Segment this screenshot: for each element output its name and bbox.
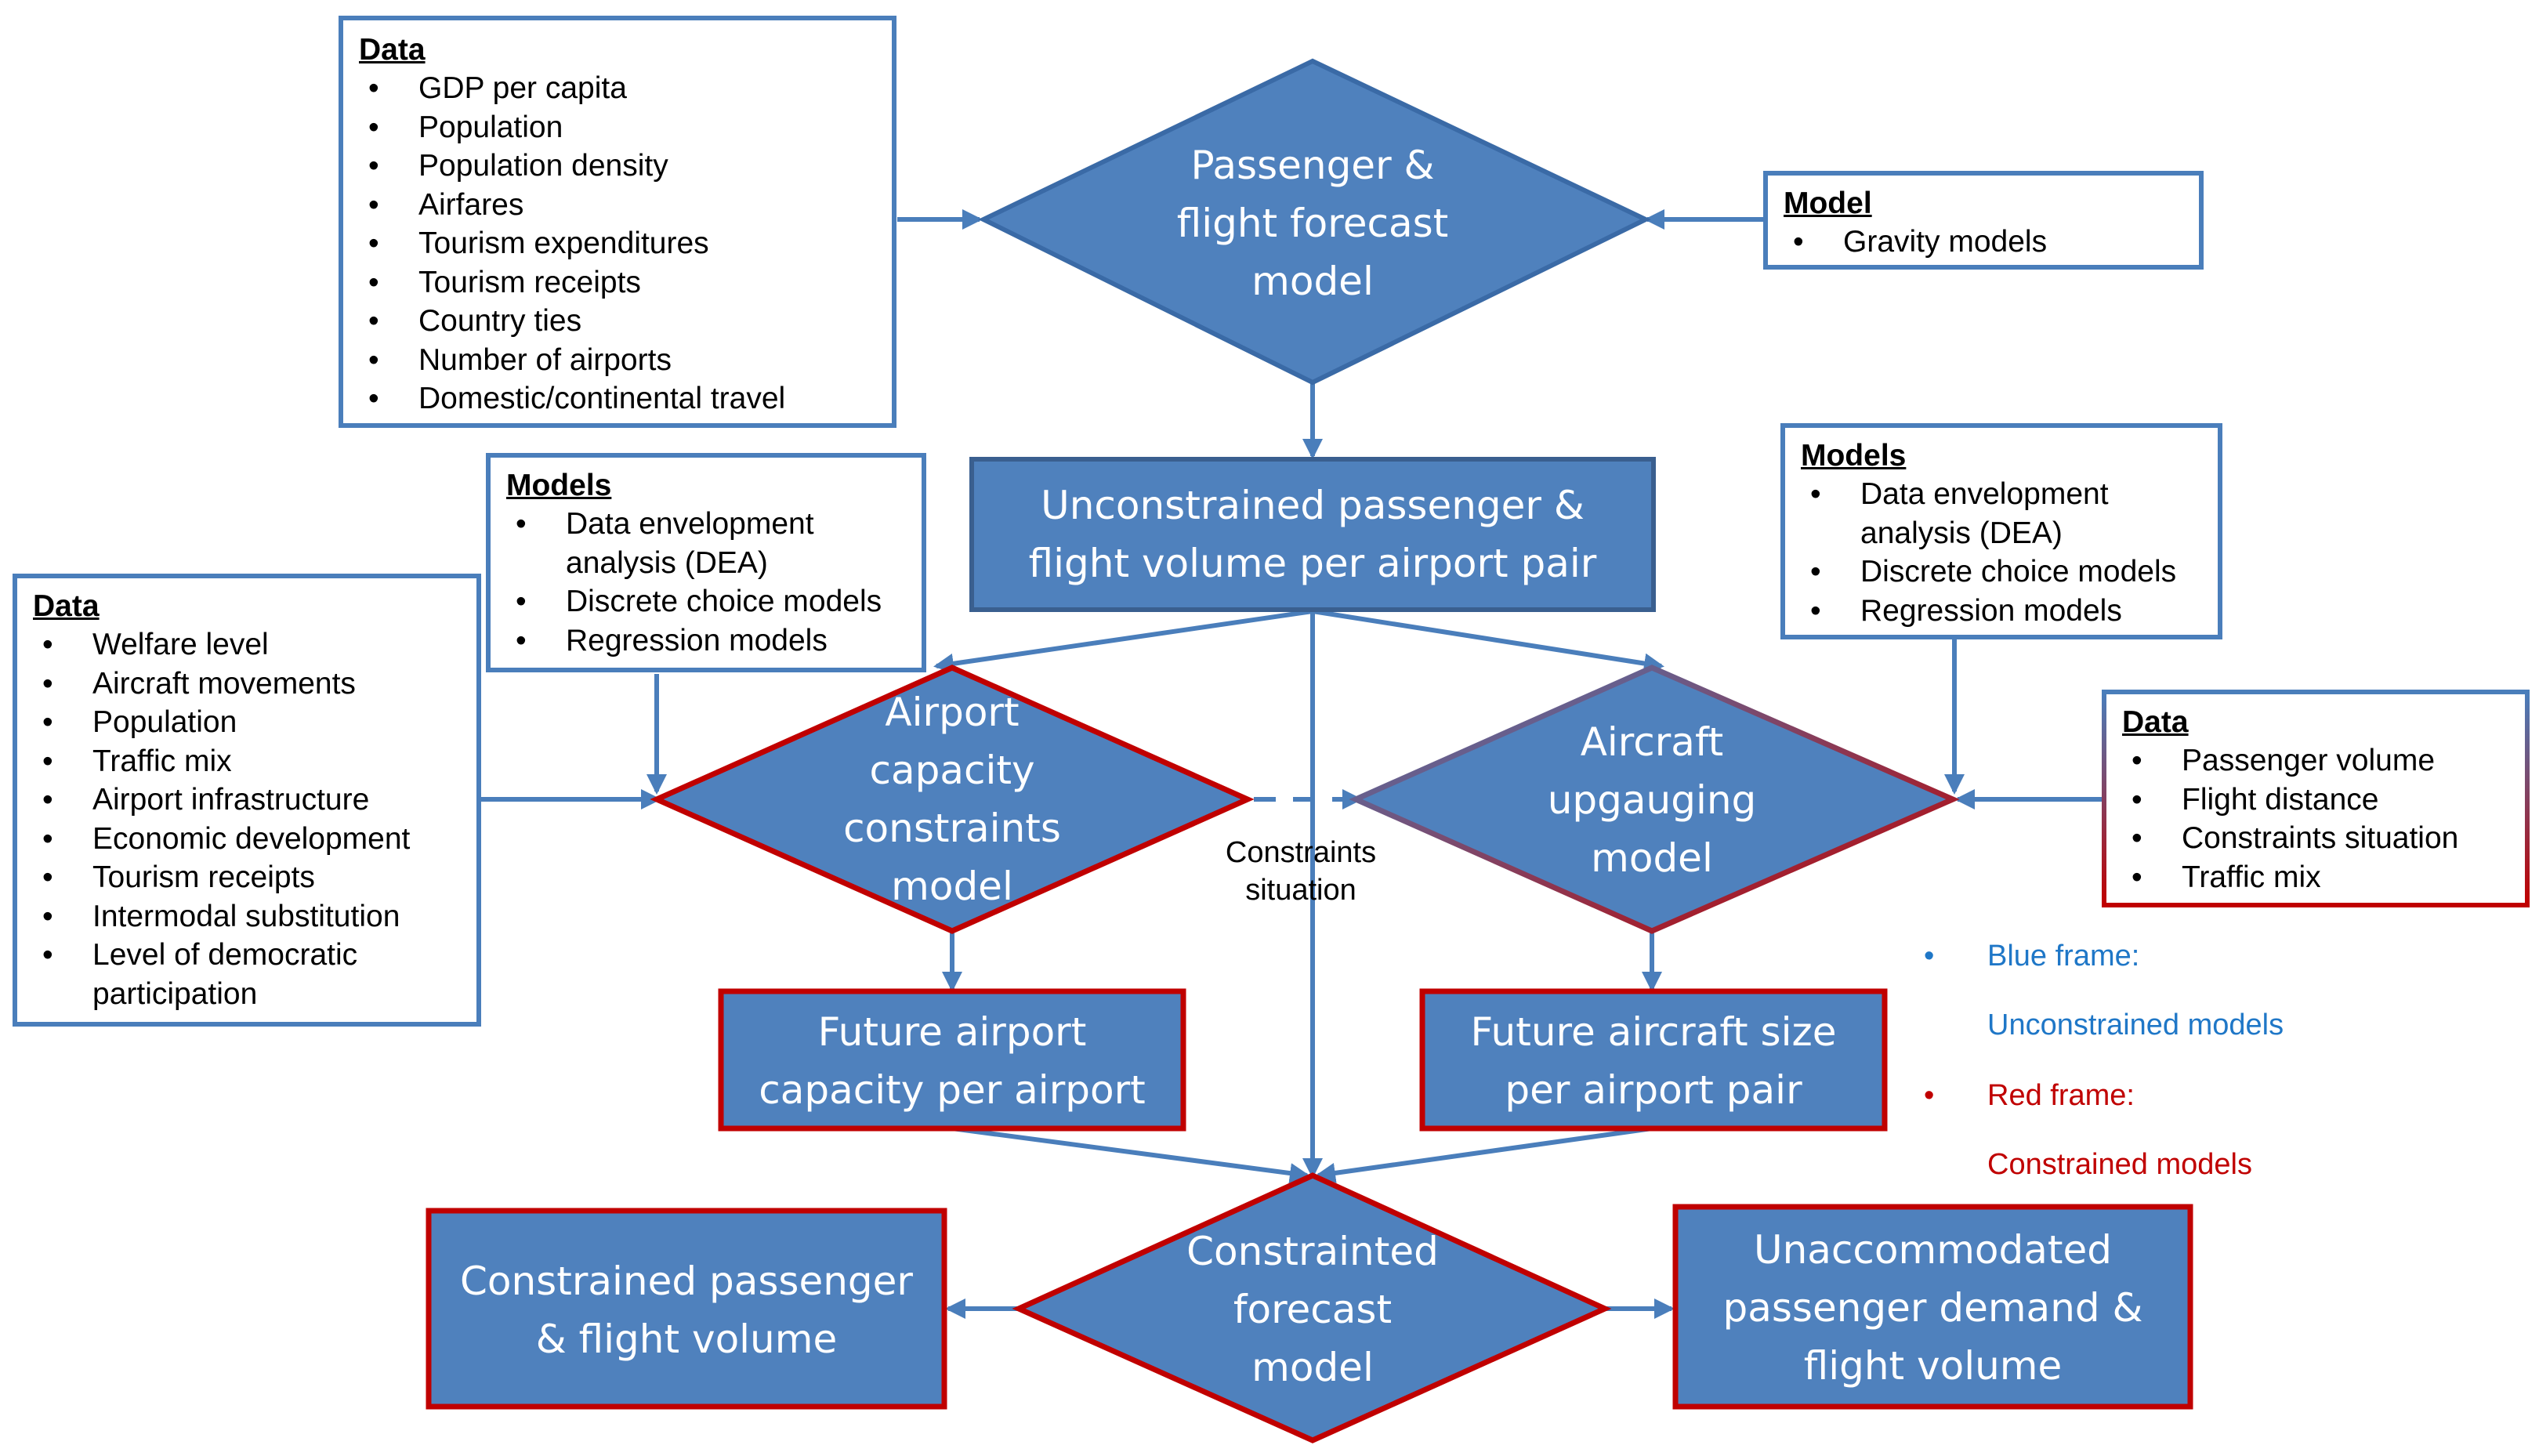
list-item: Economic development: [33, 820, 461, 859]
models-box-right-title: Models: [1801, 439, 1907, 473]
list-item: Data envelopment analysis (DEA): [1801, 475, 2202, 552]
legend-red-bullet: •: [1924, 1079, 1935, 1112]
model-box-top-list: Gravity models: [1784, 223, 2183, 262]
unconstrained-volume-rect: [969, 457, 1656, 612]
list-item: GDP per capita: [359, 69, 876, 108]
data-box-top-list: GDP per capita Population Population den…: [359, 69, 876, 418]
models-box-right-list: Data envelopment analysis (DEA) Discrete…: [1801, 475, 2202, 630]
constrained-volume-label: Constrained passenger& flight volume: [459, 1259, 913, 1362]
model-box-top: Model Gravity models: [1763, 171, 2204, 270]
list-item: Airfares: [359, 186, 876, 225]
models-box-right: Models Data envelopment analysis (DEA) D…: [1780, 423, 2222, 639]
list-item: Traffic mix: [2122, 858, 2509, 897]
list-item: Tourism expenditures: [359, 224, 876, 263]
list-item: Flight distance: [2122, 781, 2509, 820]
data-box-left: Data Welfare level Aircraft movements Po…: [13, 574, 481, 1027]
list-item: Constraints situation: [2122, 819, 2509, 858]
list-item: Level of democratic participation: [33, 936, 461, 1013]
list-item: Tourism receipts: [33, 858, 461, 897]
data-box-left-title: Data: [33, 589, 100, 623]
list-item: Welfare level: [33, 625, 461, 665]
list-item: Regression models: [506, 621, 906, 661]
list-item: Discrete choice models: [1801, 552, 2202, 592]
unconstrained-volume-label: Unconstrained passenger &flight volume p…: [1028, 483, 1597, 586]
data-box-right-list: Passenger volume Flight distance Constra…: [2122, 741, 2509, 896]
data-box-right-title: Data: [2122, 705, 2189, 739]
future-aircraft-rect: [1419, 988, 1888, 1132]
models-box-left: Models Data envelopment analysis (DEA) D…: [486, 453, 926, 672]
unaccommodated-rect: [1672, 1204, 2193, 1410]
data-box-top: Data GDP per capita Population Populatio…: [339, 16, 896, 428]
list-item: Domestic/continental travel: [359, 379, 876, 418]
list-item: Population density: [359, 147, 876, 186]
models-box-left-title: Models: [506, 469, 612, 502]
legend-red-desc: Constrained models: [1987, 1148, 2252, 1181]
legend-red-label: Red frame:: [1987, 1079, 2135, 1112]
list-item: Passenger volume: [2122, 741, 2509, 781]
arrow-future-aircraft-to-forecast: [1315, 1126, 1653, 1183]
list-item: Data envelopment analysis (DEA): [506, 505, 906, 582]
list-item: Country ties: [359, 302, 876, 341]
connectors: [480, 209, 2104, 1319]
passenger-flight-forecast-diamond: [978, 58, 1651, 386]
data-box-right: Data Passenger volume Flight distance Co…: [2102, 690, 2530, 907]
legend-blue-label: Blue frame:: [1987, 940, 2140, 972]
airport-capacity-diamond: [650, 665, 1255, 934]
list-item: Traffic mix: [33, 742, 461, 781]
data-box-left-list: Welfare level Aircraft movements Populat…: [33, 625, 461, 1013]
legend-blue-bullet: •: [1924, 940, 1935, 972]
list-item: Number of airports: [359, 341, 876, 380]
list-item: Discrete choice models: [506, 582, 906, 621]
list-item: Airport infrastructure: [33, 781, 461, 820]
data-box-top-title: Data: [359, 33, 426, 67]
models-box-left-list: Data envelopment analysis (DEA) Discrete…: [506, 505, 906, 660]
list-item: Tourism receipts: [359, 263, 876, 302]
model-box-top-title: Model: [1784, 187, 1872, 220]
arrow-unconstrained-to-capacity: [933, 609, 1313, 674]
list-item: Aircraft movements: [33, 665, 461, 704]
constrained-forecast-diamond: [1012, 1172, 1612, 1443]
list-item: Gravity models: [1784, 223, 2183, 262]
arrow-unconstrained-to-upgauging: [1312, 609, 1664, 674]
list-item: Regression models: [1801, 592, 2202, 631]
constrained-volume-rect: [426, 1208, 947, 1410]
list-item: Intermodal substitution: [33, 897, 461, 936]
list-item: Population: [359, 108, 876, 147]
aircraft-upgauging-diamond: [1349, 665, 1960, 934]
arrow-future-capacity-to-forecast: [951, 1126, 1310, 1183]
list-item: Population: [33, 703, 461, 742]
future-capacity-rect: [718, 988, 1186, 1132]
legend-blue-desc: Unconstrained models: [1987, 1009, 2284, 1041]
